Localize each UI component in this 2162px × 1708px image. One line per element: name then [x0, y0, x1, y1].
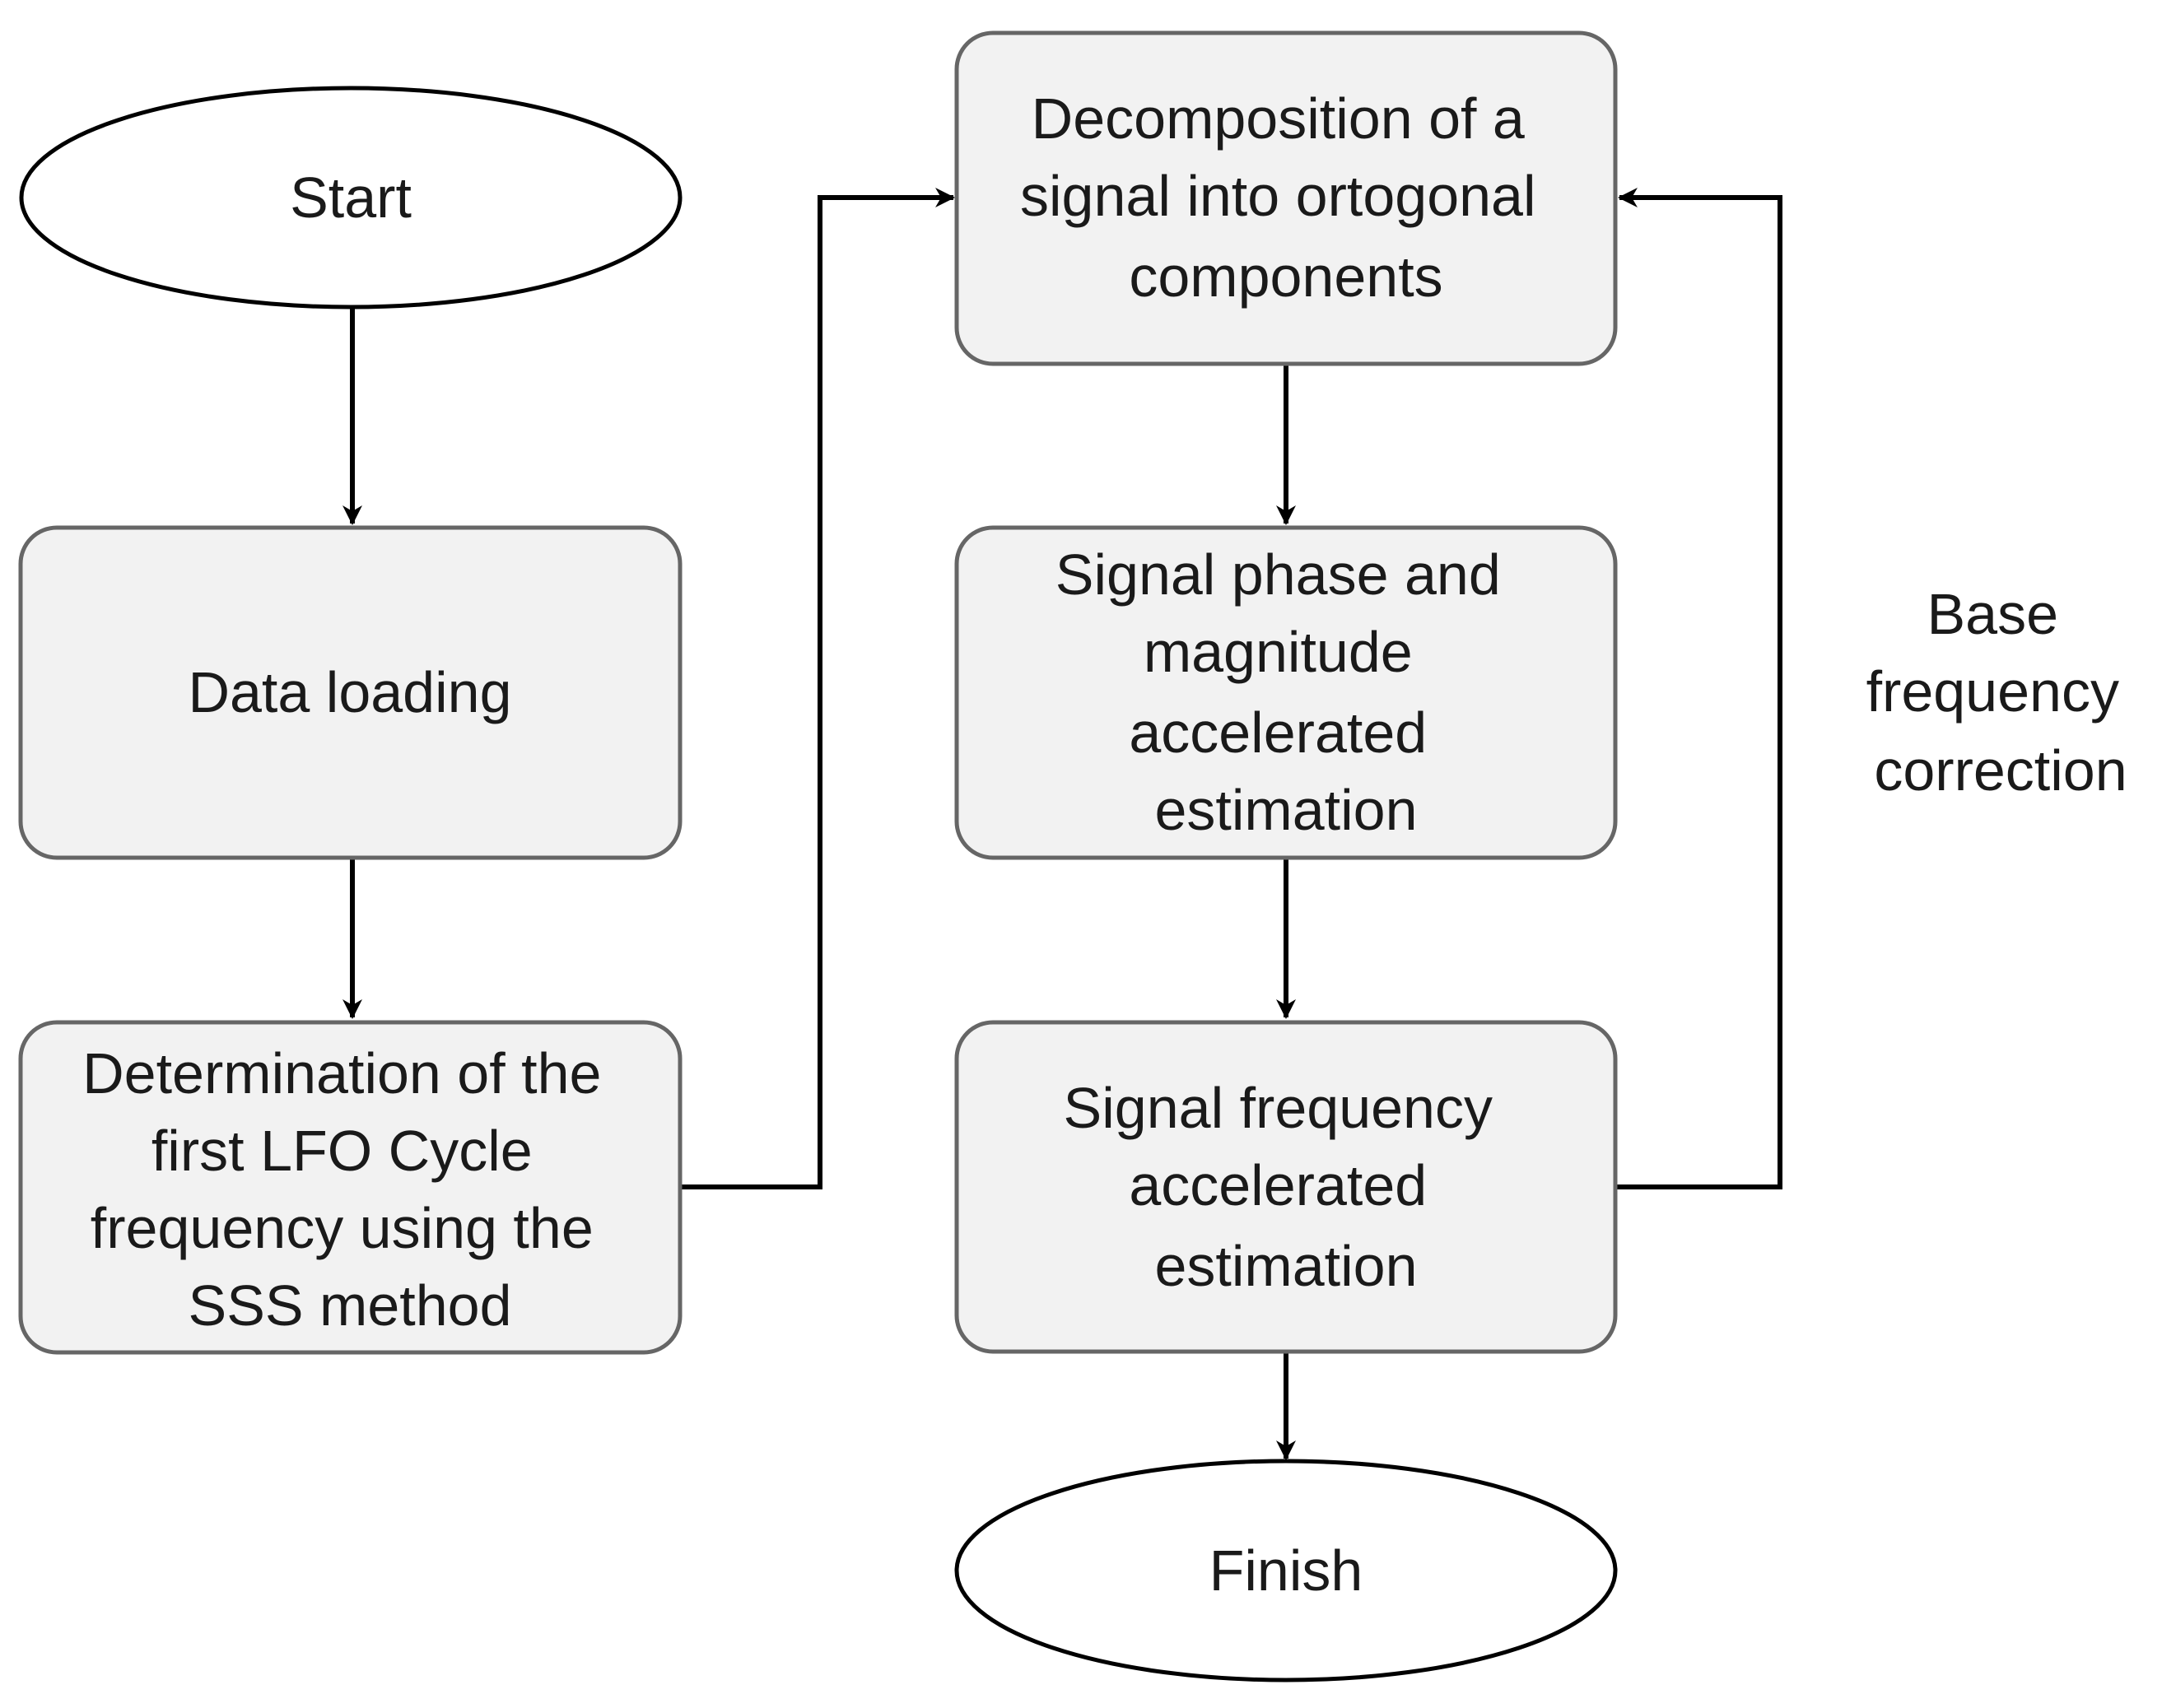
base-frequency-correction-line: correction	[1874, 738, 2127, 803]
phase-magnitude-line: magnitude	[1144, 620, 1413, 684]
decomposition-line: signal into ortogonal	[1020, 164, 1536, 228]
base-frequency-correction-line: frequency	[1866, 659, 2119, 724]
determination-line: first LFO Cycle	[151, 1119, 533, 1183]
base-frequency-correction-line: Base	[1927, 582, 2058, 646]
decomposition-process: Decomposition of a signal into ortogonal…	[954, 30, 1618, 366]
determination-box	[18, 1020, 683, 1355]
base-frequency-correction-label: Base frequency correction	[1866, 582, 2136, 803]
frequency-estimation-line: accelerated	[1129, 1153, 1427, 1217]
frequency-estimation-label: Signal frequency accelerated estimation	[1064, 1076, 1509, 1298]
start-label: Start	[290, 165, 412, 230]
finish-ellipse	[954, 1459, 1618, 1682]
determination-line: Determination of the	[82, 1041, 601, 1105]
start-ellipse	[19, 86, 683, 309]
data-loading-box	[18, 525, 683, 860]
phase-magnitude-line: accelerated	[1129, 700, 1427, 765]
determination-line: SSS method	[189, 1273, 512, 1338]
arrow-frequency-correction-loop	[1615, 188, 1782, 1189]
start-terminal: Start	[19, 86, 683, 309]
frequency-estimation-box	[954, 1020, 1618, 1354]
finish-label: Finish	[1209, 1538, 1363, 1603]
frequency-estimation-line: Signal frequency	[1064, 1076, 1493, 1140]
connectors	[342, 188, 1782, 1460]
data-loading-process: Data loading	[18, 525, 683, 860]
phase-magnitude-line: estimation	[1154, 778, 1417, 842]
decomposition-line: components	[1129, 244, 1442, 309]
decomposition-line: Decomposition of a	[1032, 86, 1525, 151]
phase-magnitude-label: Signal phase and magnitude accelerated e…	[1055, 542, 1517, 842]
decomposition-box	[954, 30, 1618, 366]
arrow-determination-to-decomposition	[680, 188, 955, 1189]
frequency-estimation-process: Signal frequency accelerated estimation	[954, 1020, 1618, 1354]
frequency-estimation-line: estimation	[1154, 1234, 1417, 1298]
determination-process: Determination of the first LFO Cycle fre…	[18, 1020, 683, 1355]
data-loading-label: Data loading	[188, 660, 511, 724]
determination-label: Determination of the first LFO Cycle fre…	[82, 1041, 617, 1338]
phase-magnitude-box	[954, 525, 1618, 860]
phase-magnitude-line: Signal phase and	[1055, 542, 1501, 607]
phase-magnitude-process: Signal phase and magnitude accelerated e…	[954, 525, 1618, 860]
finish-terminal: Finish	[954, 1459, 1618, 1682]
determination-line: frequency using the	[91, 1196, 594, 1260]
decomposition-label: Decomposition of a signal into ortogonal…	[1020, 86, 1552, 309]
